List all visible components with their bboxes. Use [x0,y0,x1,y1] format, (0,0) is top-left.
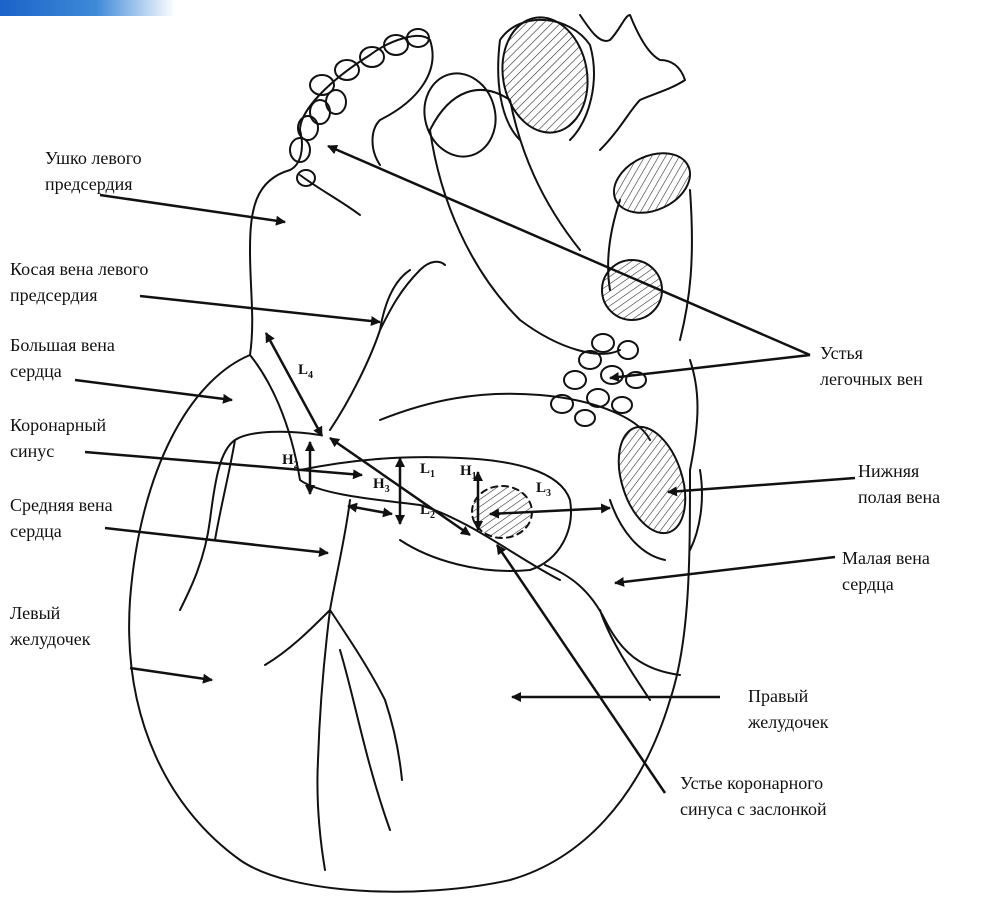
arrow-pulmonary-to-ostia [610,355,810,378]
label-inferior-vena-cava: Нижняя полая вена [858,458,940,510]
dim-label-L1: L1 [420,461,435,480]
dim-label-L3: L3 [536,480,551,499]
pulmonary-trunk [430,90,620,354]
dim-label-L2: L2 [420,502,435,521]
heart-outline [129,355,697,892]
arrow-pulmonary-to-appendage [328,146,810,355]
label-oblique-vein: Косая вена левого предсердия [10,256,148,308]
arrow-cs-ostium [497,545,665,793]
arrow-inferior-vena-cava [668,478,855,492]
arrow-oblique-vein [140,296,380,322]
dim-label-H3: H3 [373,476,390,495]
dim-label-H2: H2 [282,452,299,471]
middle-cardiac-vein [265,500,402,870]
small-cardiac-vein [545,565,680,700]
pulmonary-vein-ostia [551,334,646,426]
label-left-atrial-appendage: Ушко левого предсердия [45,145,142,197]
label-pulmonary-vein-ostia: Устья легочных вен [820,340,923,392]
label-left-ventricle: Левый желудочек [10,600,91,652]
aortic-branches [580,15,685,150]
arrow-left-ventricle [130,668,212,680]
label-right-ventricle: Правый желудочек [748,683,829,735]
pulmonary-trunk-cut [415,65,504,164]
label-cs-ostium: Устье коронарного синуса с заслонкой [680,770,827,822]
dim-H3-line [348,506,392,514]
dim-label-L4: L4 [298,362,313,381]
appendage-rings [290,29,429,186]
dim-label-H1: H1 [460,463,477,482]
left-atrium-outline [250,36,433,355]
great-cardiac-vein [180,432,320,610]
arrow-small-cardiac-vein [615,557,835,583]
label-great-cardiac-vein: Большая вена сердца [10,332,115,384]
label-small-cardiac-vein: Малая вена сердца [842,545,930,597]
label-coronary-sinus: Коронарный синус [10,412,106,464]
dim-L4-line [266,333,322,436]
label-middle-cardiac-vein: Средняя вена сердца [10,492,113,544]
